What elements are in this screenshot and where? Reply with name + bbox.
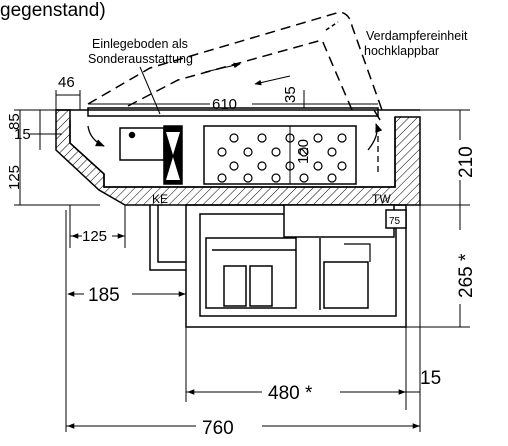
dim-35: 35 xyxy=(282,86,299,103)
evaporator-unit xyxy=(119,125,357,185)
evaporator-annotation-line2: hochklappbar xyxy=(364,44,439,58)
dim-125-vertical: 125 xyxy=(6,165,23,190)
label-tw: TW xyxy=(372,192,391,206)
evaporator-unit-raised xyxy=(87,11,383,111)
dim-85: 85 xyxy=(6,113,23,130)
dim-46: 46 xyxy=(58,74,75,91)
shelf-annotation-line1: Einlegeboden als xyxy=(92,37,188,51)
refrigeration-unit xyxy=(149,204,407,328)
shelf-annotation-line2: Sonderausstattung xyxy=(88,52,193,66)
shelf-leader-line xyxy=(139,66,161,115)
dim-120: 120 xyxy=(295,139,312,164)
label-ke: KE xyxy=(152,192,168,206)
dim-265: 265 * xyxy=(456,253,477,298)
dim-15-right: 15 xyxy=(420,368,441,389)
airflow-arrows xyxy=(87,123,383,172)
dimension-arrows xyxy=(67,233,420,429)
dim-75: 75 xyxy=(389,216,401,227)
dim-480: 480 * xyxy=(268,383,313,404)
evaporator-annotation-line1: Verdampfereinheit xyxy=(366,29,468,43)
top-cropped-text: gegenstand) xyxy=(0,0,106,21)
dim-125-horizontal: 125 xyxy=(82,228,107,245)
dim-15-left: 15 xyxy=(14,126,31,143)
dim-210: 210 xyxy=(456,146,477,178)
top-rim xyxy=(56,107,420,121)
dim-610: 610 xyxy=(212,96,237,113)
dim-760: 760 xyxy=(202,418,234,439)
perforated-panel xyxy=(217,133,347,183)
dim-185: 185 xyxy=(88,285,120,306)
